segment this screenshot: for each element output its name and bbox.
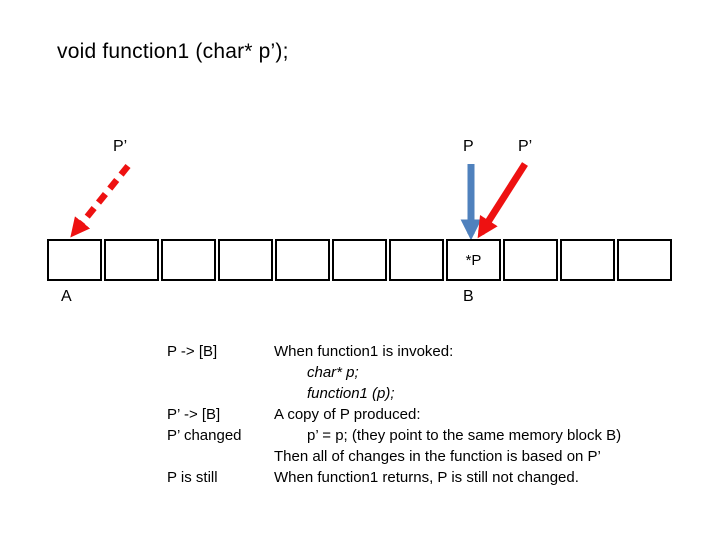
memory-cell bbox=[218, 239, 273, 281]
memory-cell bbox=[47, 239, 102, 281]
label-a: A bbox=[61, 288, 72, 305]
p-prime-dashed-arrow bbox=[70, 163, 131, 238]
row-text: char* p; bbox=[307, 364, 359, 381]
slide-title: void function1 (char* p’); bbox=[57, 40, 289, 63]
memory-cell bbox=[332, 239, 387, 281]
row-text: p’ = p; (they point to the same memory b… bbox=[307, 427, 622, 444]
label-b: B bbox=[463, 288, 474, 305]
row-label bbox=[167, 383, 274, 404]
pointer-label-p-prime-left: P’ bbox=[113, 138, 128, 155]
explanation-row: char* p; bbox=[167, 362, 621, 383]
pointer-label-p-prime-right: P’ bbox=[518, 138, 533, 155]
explanation-row: P’ -> [B] A copy of P produced: bbox=[167, 404, 621, 425]
row-label: P’ changed bbox=[167, 427, 242, 444]
memory-cell bbox=[275, 239, 330, 281]
row-label bbox=[167, 446, 274, 467]
explanation-row: P -> [B] When function1 is invoked: bbox=[167, 341, 621, 362]
memory-cell bbox=[104, 239, 159, 281]
row-text: When function1 returns, P is still not c… bbox=[274, 469, 579, 486]
explanation-row: function1 (p); bbox=[167, 383, 621, 404]
memory-cell bbox=[617, 239, 672, 281]
pointed-cell-label: *P bbox=[465, 251, 482, 269]
memory-cell bbox=[503, 239, 558, 281]
p-prime-solid-arrow bbox=[477, 162, 528, 239]
row-label: P’ -> [B] bbox=[167, 406, 221, 423]
row-text: When function1 is invoked: bbox=[274, 343, 454, 360]
pointer-label-p: P bbox=[463, 138, 474, 155]
memory-cell bbox=[161, 239, 216, 281]
memory-cell bbox=[560, 239, 615, 281]
explanation-block: P -> [B] When function1 is invoked: char* … bbox=[167, 341, 621, 488]
memory-cell bbox=[389, 239, 444, 281]
memory-array: *P bbox=[47, 239, 672, 281]
explanation-row: Then all of changes in the function is b… bbox=[167, 446, 621, 467]
row-text: Then all of changes in the function is b… bbox=[274, 448, 601, 465]
row-text: function1 (p); bbox=[307, 385, 395, 402]
explanation-row: P’ changed p’ = p; (they point to the sam… bbox=[167, 425, 621, 446]
row-label bbox=[167, 362, 274, 383]
row-text: A copy of P produced: bbox=[274, 406, 421, 423]
explanation-row: P is still When function1 returns, P is s… bbox=[167, 467, 621, 488]
row-label: P is still bbox=[167, 469, 218, 486]
row-label: P -> [B] bbox=[167, 343, 218, 360]
memory-cell-pointed: *P bbox=[446, 239, 501, 281]
